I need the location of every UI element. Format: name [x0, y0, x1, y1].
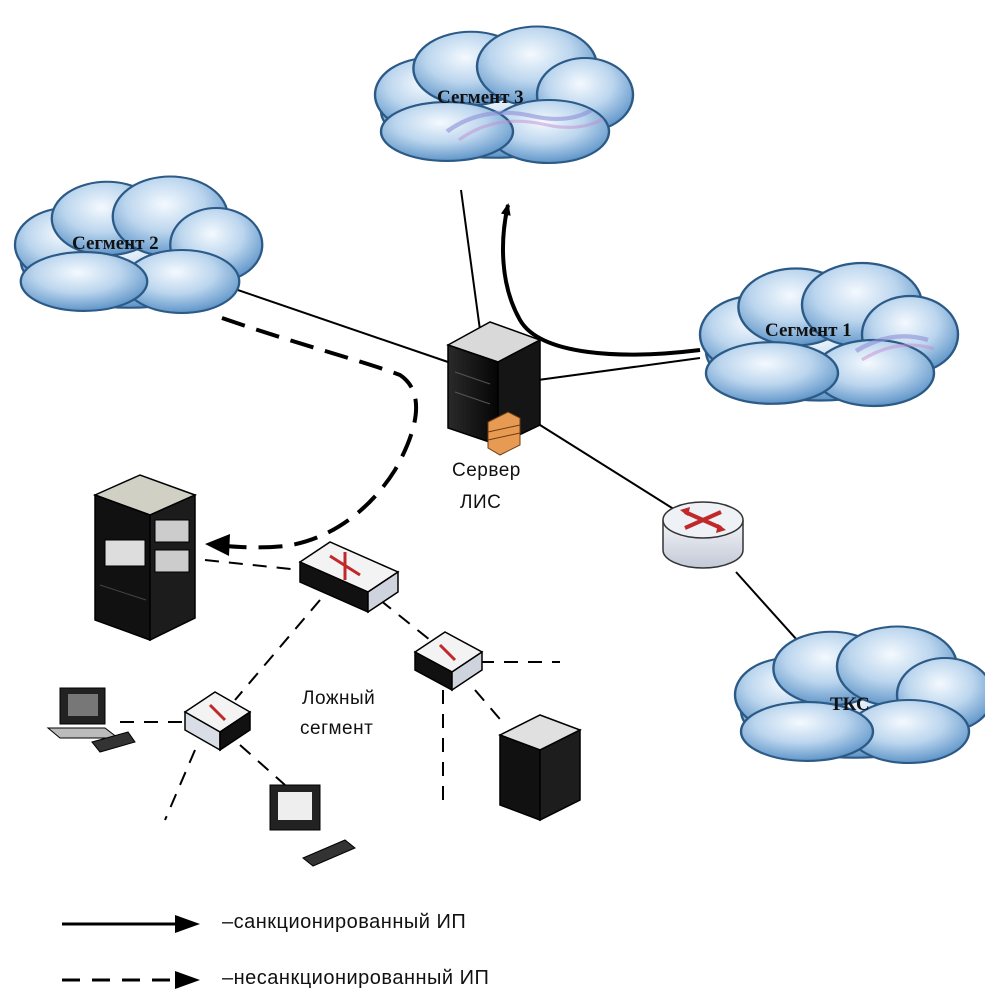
- dashed-links: [120, 559, 560, 821]
- cloud-segment3: [373, 25, 635, 165]
- switch-left-icon: [183, 691, 252, 752]
- dash-switch3-down: [164, 749, 196, 821]
- legend-solid-arrowhead: [175, 915, 200, 933]
- cloud-segment2-label: Сегмент 2: [72, 233, 159, 254]
- fake-segment-label-line1: Ложный: [302, 688, 376, 709]
- router-icon: [662, 501, 744, 569]
- solid-links: [231, 189, 816, 661]
- switch-right-icon: [413, 631, 484, 692]
- cloud-tks-label: ТКС: [830, 694, 870, 715]
- link-server-router: [539, 424, 681, 514]
- server-label-line1: Сервер: [452, 460, 521, 481]
- link-segment3-server: [460, 189, 481, 331]
- server-label-line2: ЛИС: [460, 492, 502, 513]
- fake-segment-label-line2: сегмент: [300, 718, 374, 739]
- legend: [62, 915, 200, 989]
- legend-dashed-label: –несанкционированный ИП: [222, 967, 490, 989]
- legend-dashed-arrowhead: [175, 971, 200, 989]
- link-server-segment1: [537, 357, 701, 381]
- dash-switch2-server: [474, 689, 506, 726]
- server-small-icon: [498, 714, 582, 822]
- legend-solid-label: –санкционированный ИП: [222, 911, 467, 933]
- cloud-segment3-label: Сегмент 3: [437, 87, 524, 108]
- sanctioned-route-arrow: [500, 203, 701, 357]
- cloud-segment1-label: Сегмент 1: [765, 320, 852, 341]
- computer-1-icon: [46, 687, 136, 753]
- link-segment2-server: [231, 287, 449, 363]
- switch-main-icon: [298, 541, 400, 614]
- dash-switch-switch3: [234, 599, 321, 701]
- dash-switch-switch2: [379, 599, 431, 641]
- unsanctioned-route-arrow: [214, 316, 419, 550]
- unsanctioned-arrowhead: [205, 534, 230, 556]
- cloud-segment1: [698, 261, 960, 408]
- computer-2-icon: [269, 784, 356, 867]
- server-lis-icon: [446, 321, 542, 456]
- server-rack-icon: [92, 474, 198, 642]
- dash-server-switch: [204, 559, 301, 571]
- dash-switch3-pc2: [239, 744, 286, 786]
